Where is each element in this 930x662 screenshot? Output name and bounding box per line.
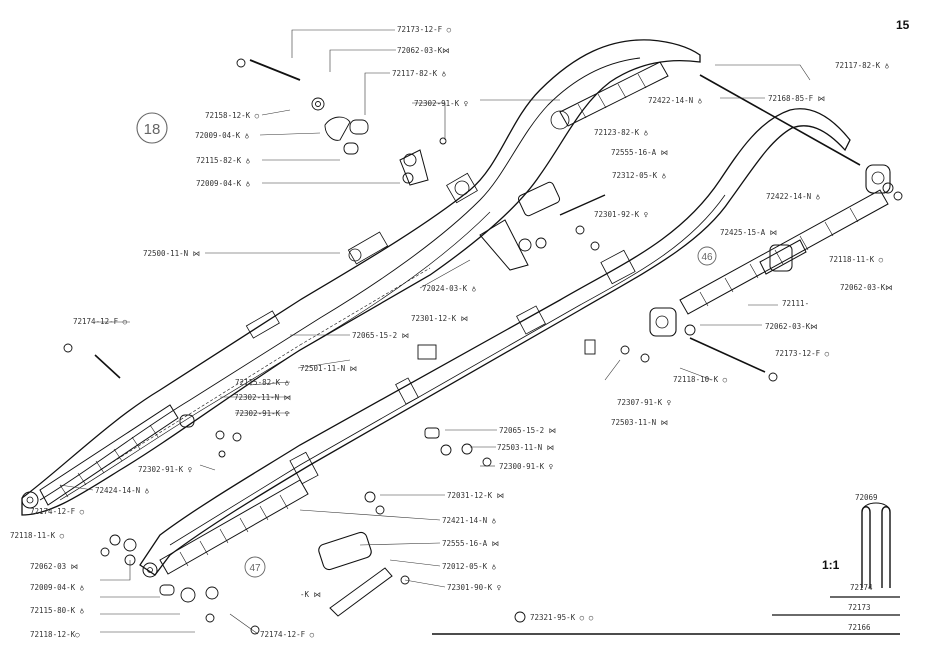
cross-rods	[94, 59, 861, 379]
part-label: 72031-12-K ⋈	[447, 491, 505, 500]
part-label: 72117-82-K ♁	[392, 69, 446, 78]
hardware-parts	[63, 58, 903, 635]
page-number: 15	[896, 18, 910, 32]
svg-text:18: 18	[144, 121, 161, 138]
part-label: 72024-03-K ♁	[422, 284, 476, 293]
part-label: 72118-11-K ○	[10, 531, 65, 540]
part-label: 72117-82-K ♁	[835, 61, 889, 70]
part-label: 72115-82-K ♁	[235, 378, 289, 387]
svg-text:46: 46	[701, 252, 713, 263]
svg-text:47: 47	[249, 563, 261, 574]
rod-label-2: 72173	[848, 603, 871, 612]
right-rear-leaf-spring	[159, 189, 889, 575]
scale-label: 1:1	[822, 558, 840, 572]
part-label: 72173-12-F ○	[397, 25, 452, 34]
part-label: 72422-14-N ♁	[648, 96, 702, 105]
group-balloon-18: 18	[136, 112, 168, 144]
part-label: 72302-91-K ♀	[414, 99, 468, 108]
part-label: 72009-04-K ♁	[195, 131, 249, 140]
part-label: 72501-11-N ⋈	[300, 364, 358, 373]
side-parts: 72069 72174 72173 72166	[432, 493, 900, 635]
part-labels: 72173-12-F ○ 72062-03-K⋈ 72117-82-K ♁ 72…	[10, 25, 893, 639]
rod-label-3: 72166	[848, 623, 871, 632]
part-label: 72009-04-K ♁	[196, 179, 250, 188]
part-label: 72111-	[782, 299, 809, 308]
part-label: 72312-05-K ♁	[612, 171, 666, 180]
part-label: 72503-11-N ⋈	[497, 443, 555, 452]
part-label: 72307-91-K ♀	[617, 398, 671, 407]
part-label: 72301-12-K ⋈	[411, 314, 469, 323]
group-balloon-46: 46	[697, 246, 717, 266]
part-label: 72302-91-K ♀	[138, 465, 192, 474]
part-label: 72062-03-K⋈	[765, 322, 818, 331]
rod-label-1: 72174	[850, 583, 873, 592]
left-rear-leaf-spring	[39, 61, 669, 506]
part-label: 72302-91-K ♀	[235, 409, 289, 418]
part-label: 72012-05-K ♁	[442, 562, 496, 571]
part-label: 72009-04-K ♁	[30, 583, 84, 592]
part-label: 72555-16-A ⋈	[442, 539, 500, 548]
part-label: 72062-03 ⋈	[30, 562, 79, 571]
part-label: 72174-12-F ○	[30, 507, 85, 516]
part-label: 72302-11-N ⋈	[234, 393, 292, 402]
part-label: 72173-12-F ○	[775, 349, 830, 358]
part-label: 72174-12-F ○	[73, 317, 128, 326]
part-label: 72424-14-N ♁	[95, 486, 149, 495]
leader-lines	[59, 29, 811, 635]
part-label: 72115-80-K ♁	[30, 606, 84, 615]
part-label: 72555-16-A ⋈	[611, 148, 669, 157]
part-label: 72425-15-A ⋈	[720, 228, 778, 237]
part-label: 72118-10-K ○	[673, 375, 728, 384]
part-label: -K ⋈	[300, 590, 322, 599]
part-label: 72503-11-N ⋈	[611, 418, 669, 427]
spring-brackets	[318, 149, 891, 617]
part-label: 72500-11-N ⋈	[143, 249, 201, 258]
part-label: 72115-82-K ♁	[196, 156, 250, 165]
part-label: 72065-15-2 ⋈	[352, 331, 410, 340]
part-label: 72321-95-K ○ ○	[530, 613, 594, 622]
part-label: 72118-11-K ○	[829, 255, 884, 264]
part-label: 72300-91-K ♀	[499, 462, 553, 471]
part-label: 72158-12-K ○	[205, 111, 260, 120]
part-label: 72062-03-K⋈	[840, 283, 893, 292]
part-label: 72065-15-2 ⋈	[499, 426, 557, 435]
part-label: 72421-14-N ♁	[442, 516, 496, 525]
right-chassis-rail	[139, 108, 851, 578]
part-label: 72301-92-K ♀	[594, 210, 648, 219]
part-label: 72062-03-K⋈	[397, 46, 450, 55]
part-label: 72301-90-K ♀	[447, 583, 501, 592]
part-label: 72123-82-K ♁	[594, 128, 648, 137]
part-label: 72118-12-K○	[30, 630, 80, 639]
part-label: 72422-14-N ♁	[766, 192, 820, 201]
part-label: 72168-85-F ⋈	[768, 94, 826, 103]
u-bolt-label: 72069	[855, 493, 878, 502]
group-balloon-47: 47	[244, 556, 266, 578]
part-label: 72174-12-F ○	[260, 630, 315, 639]
left-chassis-rail	[21, 39, 701, 516]
